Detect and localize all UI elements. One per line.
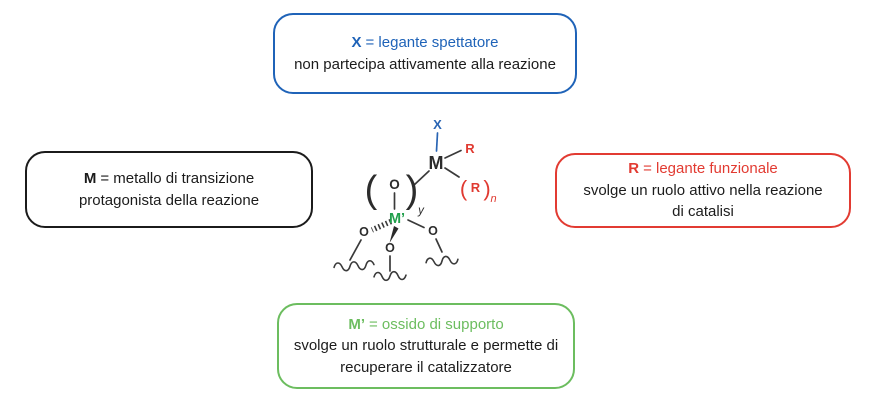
bond-mprime-o-right bbox=[407, 219, 425, 229]
atom-label-x: X bbox=[433, 117, 442, 132]
bond-oleft-surface bbox=[349, 239, 362, 261]
bond-x-m bbox=[435, 132, 439, 152]
callout-spectator-title: X= legante spettatore bbox=[351, 32, 498, 54]
atom-label-o-bottom: O bbox=[385, 241, 395, 255]
callout-functional-ligand: R= legante funzionale svolge un ruolo at… bbox=[555, 153, 851, 228]
surface-squiggle-middle bbox=[373, 270, 407, 282]
callout-functional-title-rest: = legante funzionale bbox=[643, 160, 778, 178]
surface-squiggle-right bbox=[425, 255, 459, 267]
bond-m-r bbox=[444, 149, 462, 159]
symbol-m: M bbox=[83, 170, 97, 187]
callout-metal-description: protagonista della reazione bbox=[78, 191, 260, 209]
callout-metal-title-rest: = metallo di transizione bbox=[100, 170, 255, 187]
symbol-r: R bbox=[628, 160, 640, 178]
solid-wedge-bond-mprime-o-bottom bbox=[389, 226, 399, 243]
callout-support-description-2: recuperare il catalizzatore bbox=[340, 358, 512, 376]
callout-metal-title: M= metallo di transizione bbox=[84, 168, 254, 190]
callout-support-title-rest: = ossido di supporto bbox=[369, 315, 504, 333]
callout-spectator-description: non partecipa attivamente alla reazione bbox=[294, 55, 556, 73]
callout-support-title: M’= ossido di supporto bbox=[348, 314, 503, 336]
callout-spectator-ligand: X= legante spettatore non partecipa atti… bbox=[273, 13, 577, 94]
symbol-x: X bbox=[351, 34, 362, 51]
subscript-y: y bbox=[417, 205, 425, 217]
callout-support-oxide: M’= ossido di supporto svolge un ruolo s… bbox=[277, 303, 575, 389]
atom-label-o-right: O bbox=[428, 224, 438, 238]
callout-functional-description-1: svolge un ruolo attivo nella reazione bbox=[583, 181, 823, 199]
bond-m-bridging-o bbox=[412, 170, 430, 187]
atom-label-m-prime: M’ bbox=[389, 211, 405, 227]
subscript-n: n bbox=[490, 193, 496, 205]
atom-label-o-left: O bbox=[359, 225, 369, 239]
atom-label-r: R bbox=[465, 141, 475, 156]
callout-functional-title: R= legante funzionale bbox=[628, 158, 778, 180]
atom-label-m: M bbox=[429, 153, 444, 173]
callout-functional-description-2: di catalisi bbox=[672, 203, 734, 221]
rn-paren-open: ( bbox=[460, 176, 468, 201]
hashed-wedge-bond-mprime-o-left bbox=[370, 218, 393, 233]
rn-paren-close: ) bbox=[483, 176, 490, 201]
callout-spectator-title-rest: = legante spettatore bbox=[365, 34, 499, 51]
callout-support-description-1: svolge un ruolo strutturale e permette d… bbox=[293, 337, 559, 355]
bridging-oxide-paren-close: ) bbox=[406, 169, 419, 211]
catalyst-structure-figure: X M R ( O ) y ( R ) n M’ O O O bbox=[333, 117, 497, 282]
atom-label-bridging-o: O bbox=[389, 177, 400, 192]
bond-m-rn bbox=[444, 167, 460, 178]
bond-oright-surface bbox=[435, 238, 443, 253]
atom-label-r2: R bbox=[471, 180, 481, 195]
bridging-oxide-paren-open: ( bbox=[365, 169, 378, 211]
callout-transition-metal: M= metallo di transizione protagonista d… bbox=[25, 151, 313, 228]
symbol-m-prime: M’ bbox=[348, 315, 365, 333]
surface-squiggle-left bbox=[333, 259, 375, 272]
